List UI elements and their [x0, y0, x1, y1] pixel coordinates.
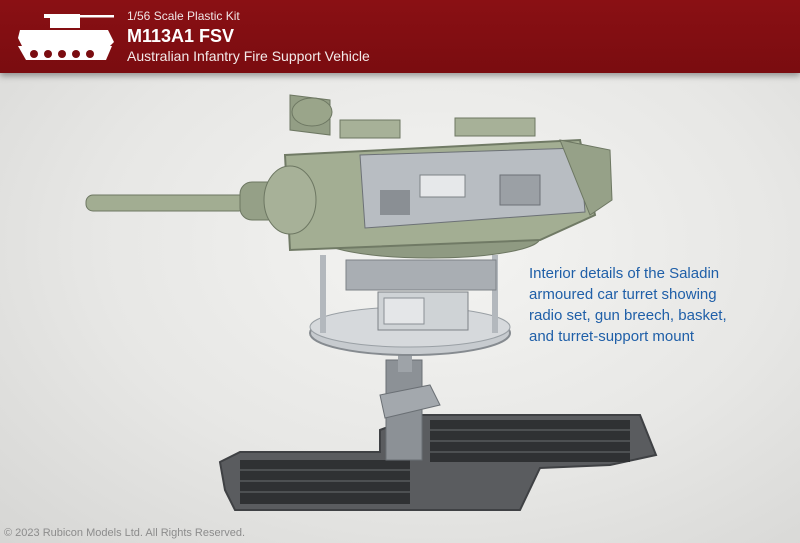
base-plate [218, 414, 658, 511]
main-gun [85, 165, 317, 235]
caption-line: Interior details of the Saladin [529, 265, 720, 282]
copyright-notice: © 2023 Rubicon Models Ltd. All Rights Re… [4, 527, 246, 539]
caption-line: and turret-support mount [529, 328, 695, 345]
turret-basket [309, 255, 511, 356]
vehicle-silhouette-icon [18, 14, 114, 60]
caption-line: armoured car turret showing [529, 286, 717, 303]
interior-caption: Interior details of the Saladin armoured… [529, 263, 769, 347]
kit-scale-label: 1/56 Scale Plastic Kit [127, 9, 240, 23]
kit-subtitle: Australian Infantry Fire Support Vehicle [127, 48, 370, 64]
caption-line: radio set, gun breech, basket, [529, 307, 727, 324]
turret-model-render [85, 94, 658, 511]
support-column [379, 352, 441, 461]
kit-title: M113A1 FSV [127, 26, 235, 46]
header-banner: 1/56 Scale Plastic Kit M113A1 FSV Austra… [0, 0, 800, 73]
turret-body [283, 94, 613, 259]
